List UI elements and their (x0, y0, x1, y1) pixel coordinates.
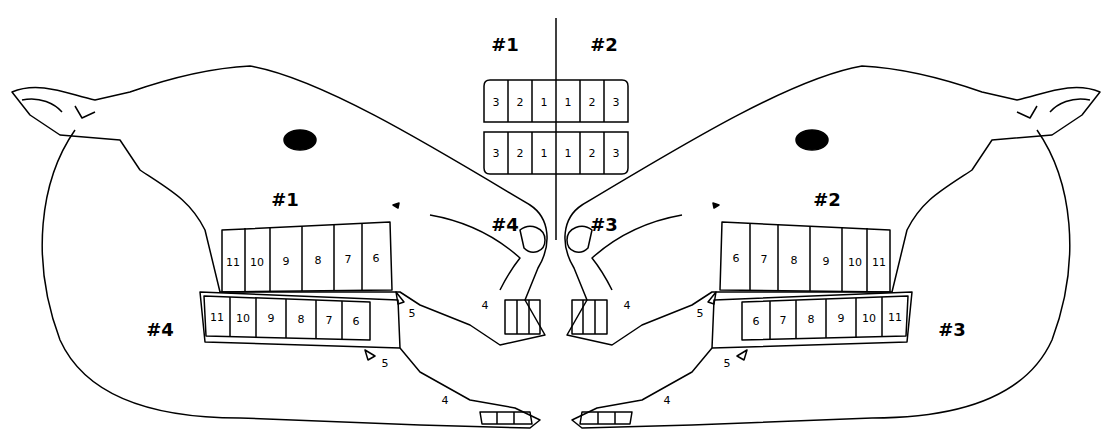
tooth-number: 5 (409, 308, 416, 319)
tooth-number: 11 (210, 312, 224, 323)
tooth-number: 5 (724, 358, 731, 369)
tooth-number: 10 (848, 257, 862, 268)
tooth-number: 3 (493, 148, 500, 159)
tooth-number: 9 (823, 256, 830, 267)
tooth-number: 9 (838, 313, 845, 324)
tooth-number: 9 (268, 313, 275, 324)
tooth-number: 11 (872, 257, 886, 268)
tooth-number: 2 (517, 148, 524, 159)
tooth-number: 9 (283, 256, 290, 267)
quadrant-label: #4 (146, 321, 174, 339)
quadrant-label: #4 (491, 216, 519, 234)
tooth-number: 1 (565, 97, 572, 108)
tooth-number: 10 (236, 313, 250, 324)
tooth-number: 5 (697, 308, 704, 319)
tooth-number: 10 (250, 257, 264, 268)
tooth-number: 4 (624, 300, 631, 311)
tooth-number: 8 (791, 255, 798, 266)
tooth-number: 4 (664, 395, 671, 406)
tooth-number: 11 (226, 257, 240, 268)
tooth-number: 4 (442, 395, 449, 406)
tooth-number: 7 (345, 254, 352, 265)
tooth-number: 1 (541, 97, 548, 108)
tooth-number: 1 (565, 148, 572, 159)
tooth-number: 3 (613, 148, 620, 159)
tooth-number: 1 (541, 148, 548, 159)
tooth-number: 7 (761, 254, 768, 265)
tooth-number: 10 (862, 313, 876, 324)
quadrant-label: #3 (590, 216, 618, 234)
tooth-number: 6 (733, 253, 740, 264)
tooth-number: 2 (589, 148, 596, 159)
quadrant-label: #3 (938, 321, 966, 339)
tooth-number: 8 (298, 314, 305, 325)
tooth-number: 3 (493, 97, 500, 108)
tooth-number: 6 (353, 316, 360, 327)
tooth-number: 7 (780, 315, 787, 326)
tooth-number: 8 (808, 314, 815, 325)
quadrant-label: #2 (590, 36, 618, 54)
quadrant-label: #2 (813, 191, 841, 209)
tooth-number: 4 (482, 300, 489, 311)
quadrant-label: #1 (271, 191, 299, 209)
tooth-number: 6 (373, 253, 380, 264)
tooth-number: 7 (326, 315, 333, 326)
tooth-number: 8 (315, 255, 322, 266)
tooth-number: 11 (888, 312, 902, 323)
tooth-number: 2 (517, 97, 524, 108)
tooth-number: 2 (589, 97, 596, 108)
tooth-number: 6 (753, 316, 760, 327)
tooth-number: 5 (382, 358, 389, 369)
tooth-number: 3 (613, 97, 620, 108)
quadrant-label: #1 (491, 36, 519, 54)
